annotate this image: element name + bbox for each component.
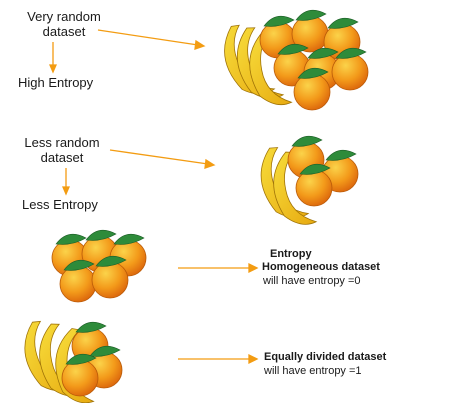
arrow-row1-down [49, 42, 57, 74]
fruit-pile-half-icon [21, 318, 123, 403]
orange-pile-icon [51, 229, 147, 303]
row1-label-line2: dataset [42, 23, 86, 39]
arrow-row2-down [62, 168, 70, 196]
fruit-pile-mixed-small-icon [258, 135, 359, 226]
row2-label: Less random dataset [18, 135, 106, 166]
row3-title-line1: Entropy [270, 248, 312, 260]
fruit-pile-mixed-large-icon [220, 9, 369, 111]
row1-label-line1: Very random [27, 9, 101, 24]
row2-result: Less Entropy [22, 197, 98, 212]
row4-title: Equally divided dataset [264, 351, 387, 363]
row3-title-line2: Homogeneous dataset [262, 261, 380, 273]
arrow-row4-right [178, 353, 259, 365]
row1-result: High Entropy [18, 75, 94, 90]
arrow-row3-right [178, 262, 259, 274]
row2-label-line2: dataset [40, 149, 84, 165]
row3-note: will have entropy =0 [263, 275, 361, 287]
row1-label: Very random dataset [20, 9, 108, 40]
arrow-row1-right [97, 29, 206, 50]
row2-label-line1: Less random [24, 135, 100, 150]
arrow-row2-right [109, 149, 216, 169]
arrows [49, 29, 259, 365]
row4-note: will have entropy =1 [264, 365, 362, 377]
